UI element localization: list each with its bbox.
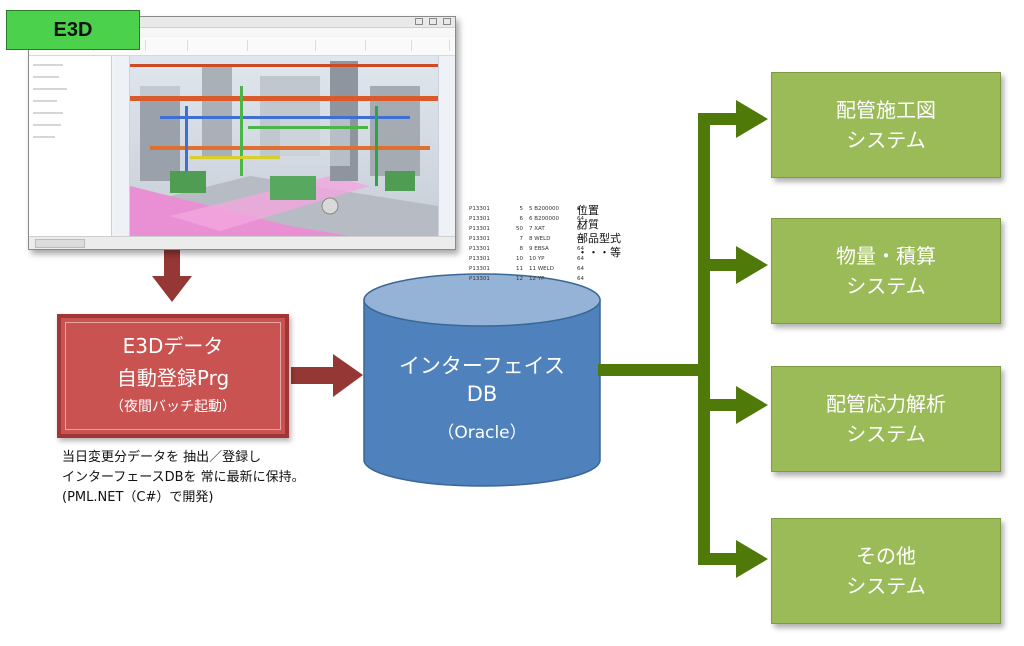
db-title: インターフェイス	[398, 354, 566, 378]
app-titlebar	[29, 17, 455, 28]
program-title: E3Dデータ	[122, 334, 224, 358]
minimize-icon	[415, 18, 423, 25]
attribute-labels: 位置 材質 部品型式 ・・・等	[577, 204, 621, 260]
system-name: その他	[856, 544, 916, 568]
program-schedule: （夜間バッチ起動）	[110, 399, 236, 415]
system-other: その他 システム	[771, 518, 1001, 624]
e3d-screenshot	[28, 16, 456, 250]
distribution-arrows	[598, 100, 768, 578]
system-suffix: システム	[846, 128, 926, 152]
system-suffix: システム	[846, 422, 926, 446]
table-cell: P13301	[469, 206, 490, 212]
table-cell: 5 B200000	[529, 206, 560, 212]
plant-model-icon	[130, 61, 438, 236]
table-row: P13301 7 8 WELD 64	[466, 234, 592, 244]
table-row: P13301 11 11 WELD 64	[466, 264, 592, 274]
table-cell: 64	[577, 236, 584, 242]
system-name: 配管応力解析	[826, 392, 946, 416]
table-cell: 6 B200000	[529, 216, 560, 222]
registration-program-inner-border	[65, 322, 281, 430]
table-cell: 11 WELD	[529, 266, 554, 272]
table-cell: 64	[577, 276, 584, 282]
table-cell: 8	[519, 246, 524, 252]
table-cell: 63	[577, 206, 584, 212]
arrow-program-to-db	[291, 354, 363, 397]
program-description: 当日変更分データを 抽出／登録し インターフェースDBを 常に最新に保持。 (P…	[62, 448, 305, 508]
db-subtitle: DB	[466, 382, 498, 406]
table-cell: 9 EBSA	[529, 246, 549, 252]
attribute-label: 位置	[577, 204, 599, 217]
table-row: P13301 10 10 YP 64	[466, 254, 592, 264]
table-cell: 6	[519, 216, 524, 222]
table-cell: P13301	[469, 246, 490, 252]
app-left-dock	[113, 56, 130, 236]
status-tab	[35, 239, 85, 248]
table-cell: 11	[516, 266, 523, 272]
attribute-label: 材質	[577, 218, 599, 231]
app-statusbar	[29, 236, 455, 249]
table-cell: P13301	[469, 276, 490, 282]
system-stress-analysis: 配管応力解析 システム	[771, 366, 1001, 472]
database-cylinder	[363, 273, 601, 487]
table-cell: 64	[577, 216, 584, 222]
table-cell: 64	[577, 226, 584, 232]
description-line: (PML.NET（C#）で開発)	[62, 490, 214, 505]
description-line: 当日変更分データを 抽出／登録し	[62, 450, 262, 465]
table-cell: P13301	[469, 216, 490, 222]
table-row: P13301 6 6 B200000 64	[466, 214, 592, 224]
registration-program-box: E3Dデータ 自動登録Prg （夜間バッチ起動）	[57, 314, 289, 438]
app-menubar	[29, 28, 455, 36]
table-cell: 64	[577, 246, 584, 252]
table-cell: 50	[516, 226, 523, 232]
arrow-down-to-program	[152, 248, 192, 302]
table-cell: 64	[577, 256, 584, 262]
table-row: P13301 50 7 XAT 64	[466, 224, 592, 234]
table-cell: 10 YP	[529, 256, 545, 262]
maximize-icon	[429, 18, 437, 25]
table-row: P13301 8 9 EBSA 64	[466, 244, 592, 254]
db-engine: （Oracle）	[437, 423, 527, 443]
attribute-label: ・・・等	[577, 246, 621, 259]
description-line: インターフェースDBを 常に最新に保持。	[62, 470, 305, 485]
table-cell: P13301	[469, 256, 490, 262]
system-suffix: システム	[846, 574, 926, 598]
model-explorer-pane	[29, 56, 112, 236]
table-cell: P13301	[469, 226, 490, 232]
table-cell: 10	[516, 256, 523, 262]
table-cell: P13301	[469, 266, 490, 272]
system-quantity-estimation: 物量・積算 システム	[771, 218, 1001, 324]
attribute-label: 部品型式	[577, 232, 621, 245]
system-name: 配管施工図	[836, 98, 936, 122]
3d-plant-view	[130, 56, 438, 236]
app-right-dock	[438, 56, 455, 236]
table-row: P13301 5 5 B200000 63	[466, 204, 592, 214]
table-row: P13301 12 12 YP 64	[466, 274, 592, 284]
table-cell: 64	[577, 266, 584, 272]
system-piping-drawing: 配管施工図 システム	[771, 72, 1001, 178]
table-cell: 5	[519, 206, 524, 212]
program-subtitle: 自動登録Prg	[116, 366, 230, 390]
system-suffix: システム	[846, 274, 926, 298]
table-cell: P13301	[469, 236, 490, 242]
e3d-badge: E3D	[6, 10, 140, 50]
window-controls	[415, 18, 451, 25]
table-cell: 7	[519, 236, 524, 242]
table-cell: 12 YP	[529, 276, 545, 282]
table-cell: 12	[516, 276, 523, 282]
table-cell: 8 WELD	[529, 236, 551, 242]
system-name: 物量・積算	[836, 244, 936, 268]
table-cell: 7 XAT	[529, 226, 545, 232]
close-icon	[443, 18, 451, 25]
